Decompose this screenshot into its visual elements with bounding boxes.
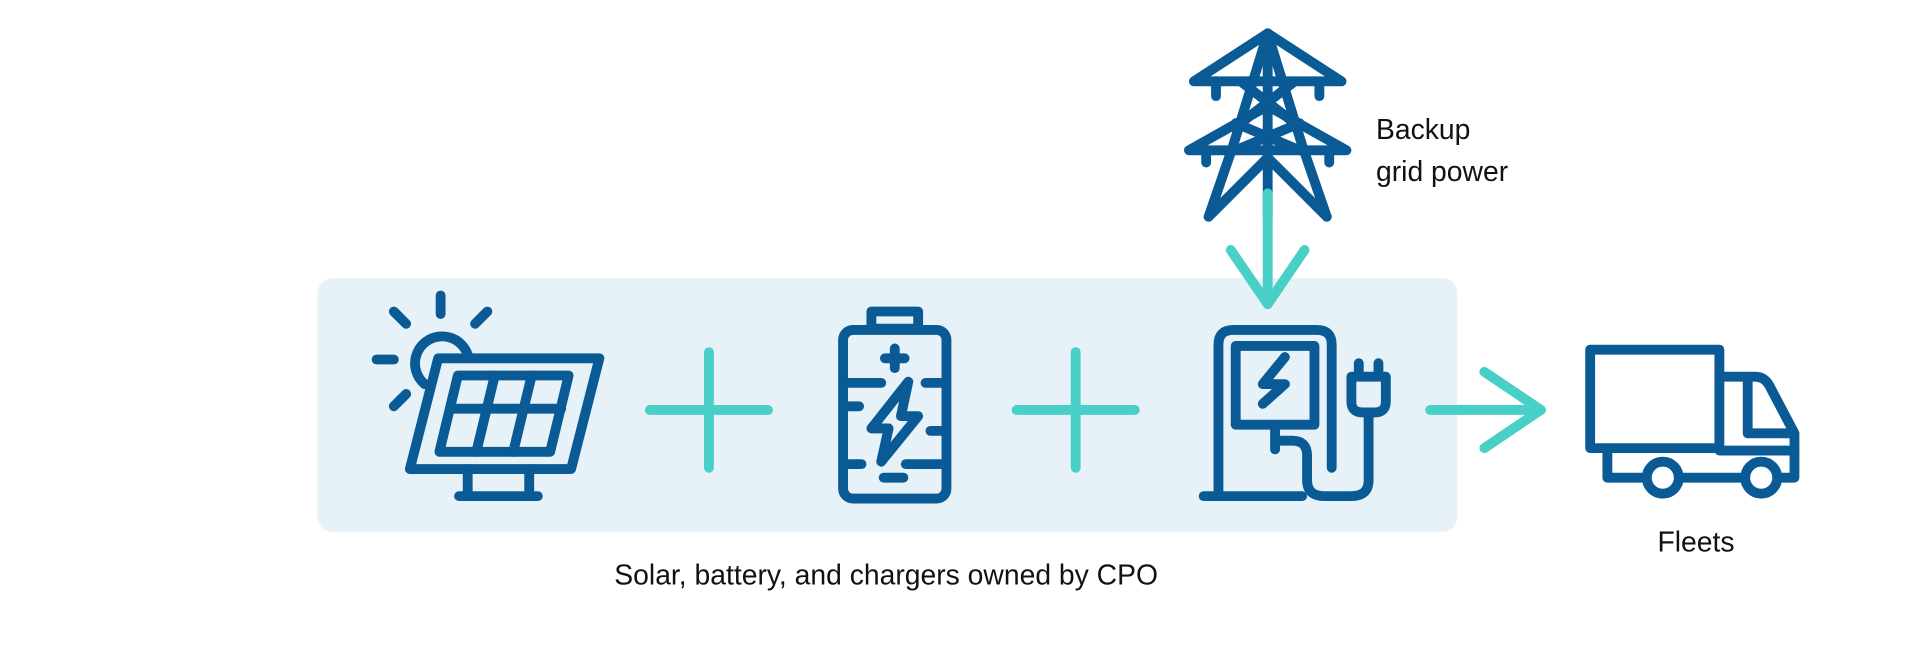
plus-connector-2 [1011, 347, 1140, 473]
fleets-label: Fleets [1657, 526, 1734, 558]
solar-panel-icon [371, 290, 605, 502]
grid-label-line2: grid power [1376, 155, 1508, 187]
to-fleets-arrow [1425, 366, 1546, 454]
ev-charger-icon [1198, 325, 1391, 502]
truck-icon [1585, 344, 1800, 499]
transmission-tower-icon [1184, 28, 1352, 222]
grid-down-arrow [1225, 188, 1310, 310]
cpo-group-caption: Solar, battery, and chargers owned by CP… [614, 559, 1158, 591]
battery-icon [838, 306, 952, 504]
grid-label-line1: Backup [1376, 113, 1470, 145]
plus-connector-1 [644, 347, 773, 473]
